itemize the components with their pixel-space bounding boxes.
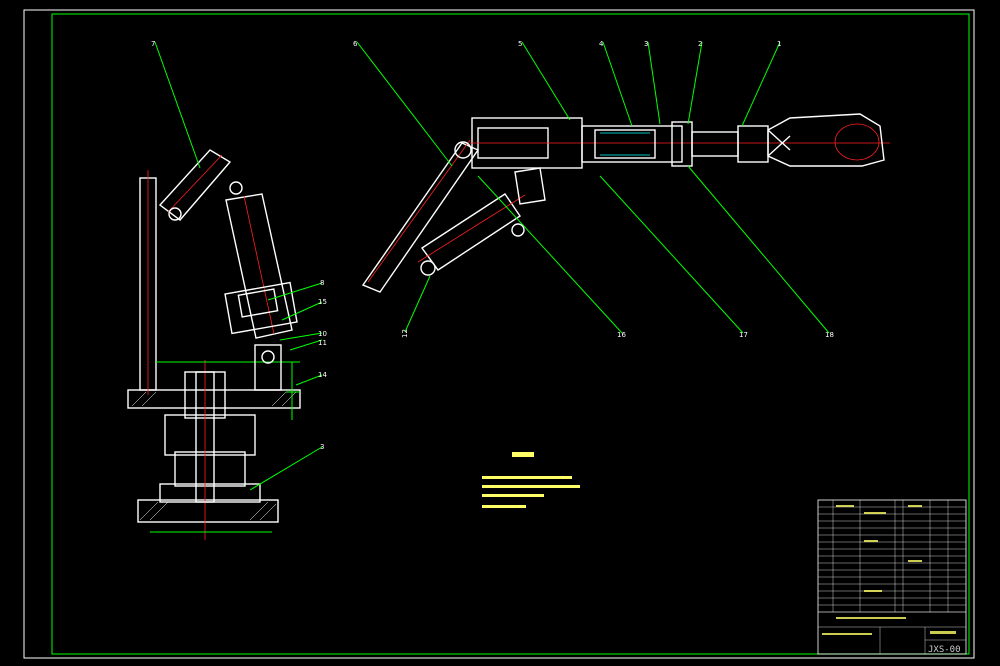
note-line-2	[482, 485, 580, 488]
note-title-mark	[512, 452, 534, 457]
callout-5: 5	[518, 40, 522, 48]
title-block: JXS-00	[817, 499, 967, 655]
technical-notes	[482, 452, 580, 508]
callout-15: 15	[318, 298, 327, 306]
callout-14: 14	[318, 371, 327, 379]
callout-6: 6	[353, 40, 358, 48]
drawing-code: JXS-00	[928, 645, 961, 655]
callout-12: 12	[401, 329, 409, 338]
right-arm-view	[361, 113, 890, 293]
callout-numbers: 7 6 5 4 3 2 1 8 15 10 11 14 3 16 17 18 1…	[151, 40, 834, 451]
callout-10: 10	[318, 330, 327, 338]
note-line-3	[482, 494, 544, 497]
note-line-1	[482, 476, 572, 479]
callout-2: 2	[698, 40, 702, 48]
callout-1: 1	[777, 40, 781, 48]
note-line-4	[482, 505, 526, 508]
callout-7: 7	[151, 40, 155, 48]
inner-frame	[51, 13, 970, 655]
callout-3-top: 3	[644, 40, 648, 48]
callout-8: 8	[320, 279, 324, 287]
callout-11: 11	[318, 339, 327, 347]
callout-16: 16	[617, 331, 626, 339]
callout-4: 4	[599, 40, 604, 48]
callout-3-bottom: 3	[320, 443, 324, 451]
outer-frame	[23, 9, 975, 659]
left-assembly-view	[127, 149, 301, 540]
callout-18: 18	[825, 331, 834, 339]
callout-17: 17	[739, 331, 748, 339]
leader-lines	[154, 41, 830, 491]
